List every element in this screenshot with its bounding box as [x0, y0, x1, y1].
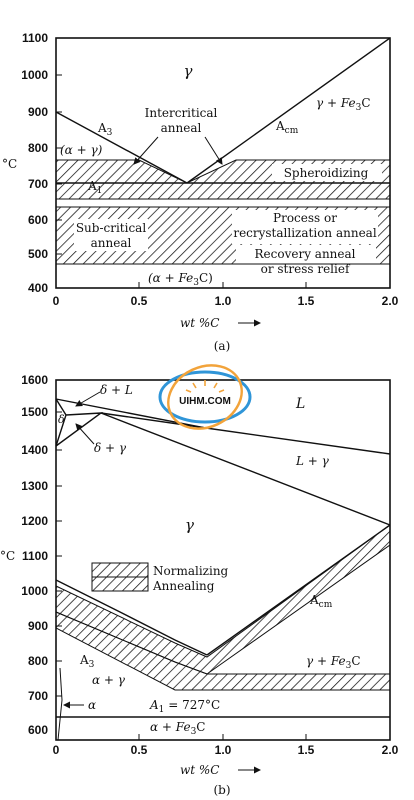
y-tick: 400	[28, 281, 48, 295]
watermark-ring-orange	[167, 364, 243, 430]
y-tick: 800	[28, 141, 48, 155]
y-unit: °C	[2, 157, 17, 171]
label-a3-b: A3	[79, 653, 95, 670]
x-tick: 2.0	[382, 294, 399, 308]
watermark-ring-blue	[158, 370, 252, 424]
y-tick: 1400	[21, 443, 48, 457]
caption-a: (a)	[214, 339, 231, 353]
legend-annealing-swatch	[91, 576, 149, 592]
x-tick: 1.0	[215, 294, 232, 308]
label-acm: Acm	[275, 119, 299, 136]
watermark-logo: UIHM.COM	[158, 364, 252, 430]
legend-normalizing-label: Normalizing	[153, 564, 229, 578]
y-tick: 500	[28, 247, 48, 261]
y-tick: 900	[28, 105, 48, 119]
x-tick: 2.0	[382, 743, 399, 757]
label-alpha-gamma: (α + γ)	[60, 143, 103, 157]
x-tick: 1.5	[298, 743, 315, 757]
label-gamma: γ	[184, 62, 193, 80]
label-delta-gamma: δ + γ	[94, 441, 127, 455]
watermark-text: UIHM.COM	[179, 396, 231, 407]
panel-a-y-axis: 1100 1000 900 800 700 600 500 400 °C	[2, 31, 62, 295]
legend-normalizing-swatch	[91, 562, 149, 578]
y-tick: 1100	[22, 31, 48, 45]
label-delta: δ	[58, 413, 65, 426]
label-a3: A3	[97, 121, 113, 138]
a3-line	[55, 111, 188, 184]
x-tick: 1.0	[215, 743, 232, 757]
legend-annealing-label: Annealing	[152, 579, 215, 593]
label-l: L	[295, 396, 305, 412]
panel-a-labels: γ A3 Acm γ + Fe3C (α + γ) A1 Intercritic…	[60, 62, 377, 288]
y-tick: 700	[28, 689, 48, 703]
panel-b-labels: δ + L δ δ + γ L L + γ γ Acm A3 α + γ γ +…	[58, 383, 361, 737]
a3-line-b	[55, 579, 208, 656]
x-tick: 0.5	[131, 743, 148, 757]
y-tick: 800	[28, 654, 48, 668]
x-tick: 0.5	[131, 294, 148, 308]
y-tick: 1200	[21, 514, 48, 528]
label-acm-b: Acm	[309, 593, 333, 610]
label-alpha-fe3c-b: α + Fe3C	[150, 720, 205, 737]
caption-b: (b)	[213, 783, 230, 797]
legend: Normalizing Annealing	[91, 562, 229, 593]
acm-line-b	[206, 524, 391, 656]
label-delta-l: δ + L	[100, 383, 133, 397]
panel-b: 1600 1500 1400 1300 1200 1100 1000 900 8…	[0, 373, 399, 797]
y-tick: 1500	[21, 405, 48, 419]
solidus-line	[100, 412, 391, 526]
panel-b-y-axis: 1600 1500 1400 1300 1200 1100 1000 900 8…	[0, 373, 62, 737]
panel-a: 1100 1000 900 800 700 600 500 400 °C 0 0…	[2, 31, 399, 353]
sun-rays-icon	[185, 380, 225, 393]
panel-a-x-axis: 0 0.5 1.0 1.5 2.0 wt %C (a)	[53, 282, 399, 353]
alpha-boundary	[57, 667, 63, 741]
x-tick: 0	[53, 294, 60, 308]
label-gamma-b: γ	[185, 516, 194, 534]
label-a1: A1	[87, 179, 102, 196]
y-tick: 700	[28, 177, 48, 191]
y-tick: 600	[28, 723, 48, 737]
label-gamma-fe3c-b: γ + Fe3C	[306, 654, 361, 671]
x-axis-label: wt %C	[180, 316, 220, 330]
label-alpha: α	[88, 698, 96, 712]
y-tick: 1000	[21, 68, 48, 82]
panel-b-x-axis: 0 0.5 1.0 1.5 2.0 wt %C (b)	[53, 734, 399, 797]
label-alpha-fe3c: (α + Fe3C)	[148, 271, 213, 288]
label-a1-b: A1 = 727°C	[149, 698, 220, 715]
y-tick: 1000	[21, 584, 48, 598]
label-alpha-gamma-b: α + γ	[92, 673, 126, 687]
x-tick: 1.5	[298, 294, 315, 308]
label-spheroidizing: Spheroidizing	[284, 166, 369, 180]
x-axis-label: wt %C	[180, 763, 220, 777]
y-tick: 600	[28, 213, 48, 227]
x-tick: 0	[53, 743, 60, 757]
y-tick: 900	[28, 619, 48, 633]
label-gamma-fe3c: γ + Fe3C	[316, 96, 371, 113]
label-l-gamma: L + γ	[295, 454, 330, 468]
y-tick: 1600	[21, 373, 48, 387]
y-unit: °C	[0, 549, 15, 563]
y-tick: 1300	[21, 479, 48, 493]
y-tick: 1100	[22, 549, 48, 563]
